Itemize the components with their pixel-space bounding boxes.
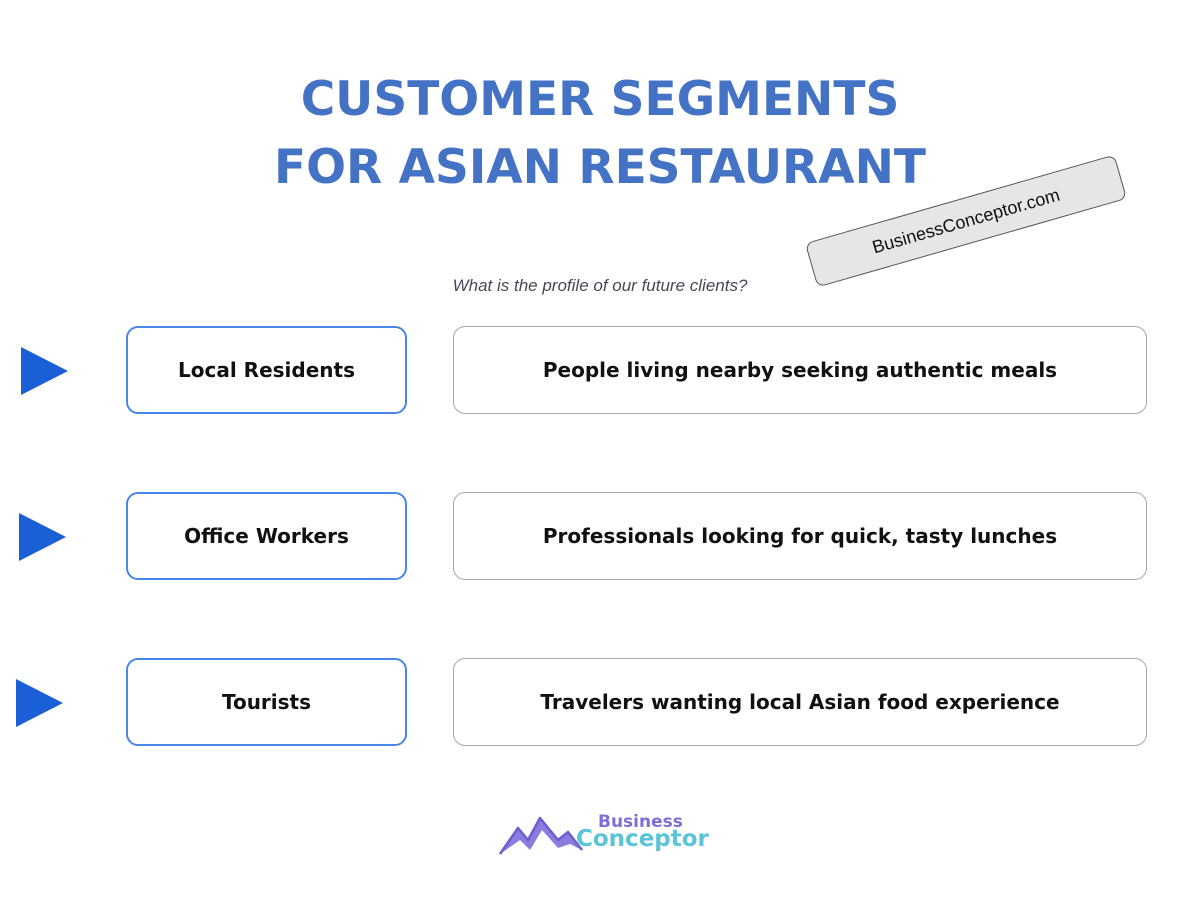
segment-name: Local Residents xyxy=(178,358,355,382)
segment-name-box: Tourists xyxy=(126,658,407,746)
segment-description: People living nearby seeking authentic m… xyxy=(542,358,1058,382)
segment-name: Office Workers xyxy=(184,524,349,548)
segment-description-box: Professionals looking for quick, tasty l… xyxy=(453,492,1147,580)
segment-name-box: Local Residents xyxy=(126,326,407,414)
page-title-line-2: FOR ASIAN RESTAURANT xyxy=(273,140,926,195)
play-arrow-icon xyxy=(16,679,63,727)
play-arrow-icon xyxy=(19,513,66,561)
segment-description-box: Travelers wanting local Asian food exper… xyxy=(453,658,1147,746)
segment-description: Professionals looking for quick, tasty l… xyxy=(542,524,1058,548)
brand-logo: Business Conceptor xyxy=(498,808,709,858)
play-arrow-icon xyxy=(21,347,68,395)
segment-row: Local Residents People living nearby see… xyxy=(0,326,1200,414)
logo-text-business: Business xyxy=(598,812,683,832)
logo-text-conceptor: Conceptor xyxy=(576,826,709,852)
segment-name: Tourists xyxy=(221,690,312,714)
page-title-line-1: CUSTOMER SEGMENTS xyxy=(300,72,900,127)
page-subtitle: What is the profile of our future client… xyxy=(452,276,748,295)
segment-row: Office Workers Professionals looking for… xyxy=(0,492,1200,580)
segment-row: Tourists Travelers wanting local Asian f… xyxy=(0,658,1200,746)
segment-description: Travelers wanting local Asian food exper… xyxy=(540,690,1060,714)
segment-name-box: Office Workers xyxy=(126,492,407,580)
watermark-text: BusinessConceptor.com xyxy=(869,184,1062,257)
mountain-icon xyxy=(498,816,583,855)
segment-description-box: People living nearby seeking authentic m… xyxy=(453,326,1147,414)
